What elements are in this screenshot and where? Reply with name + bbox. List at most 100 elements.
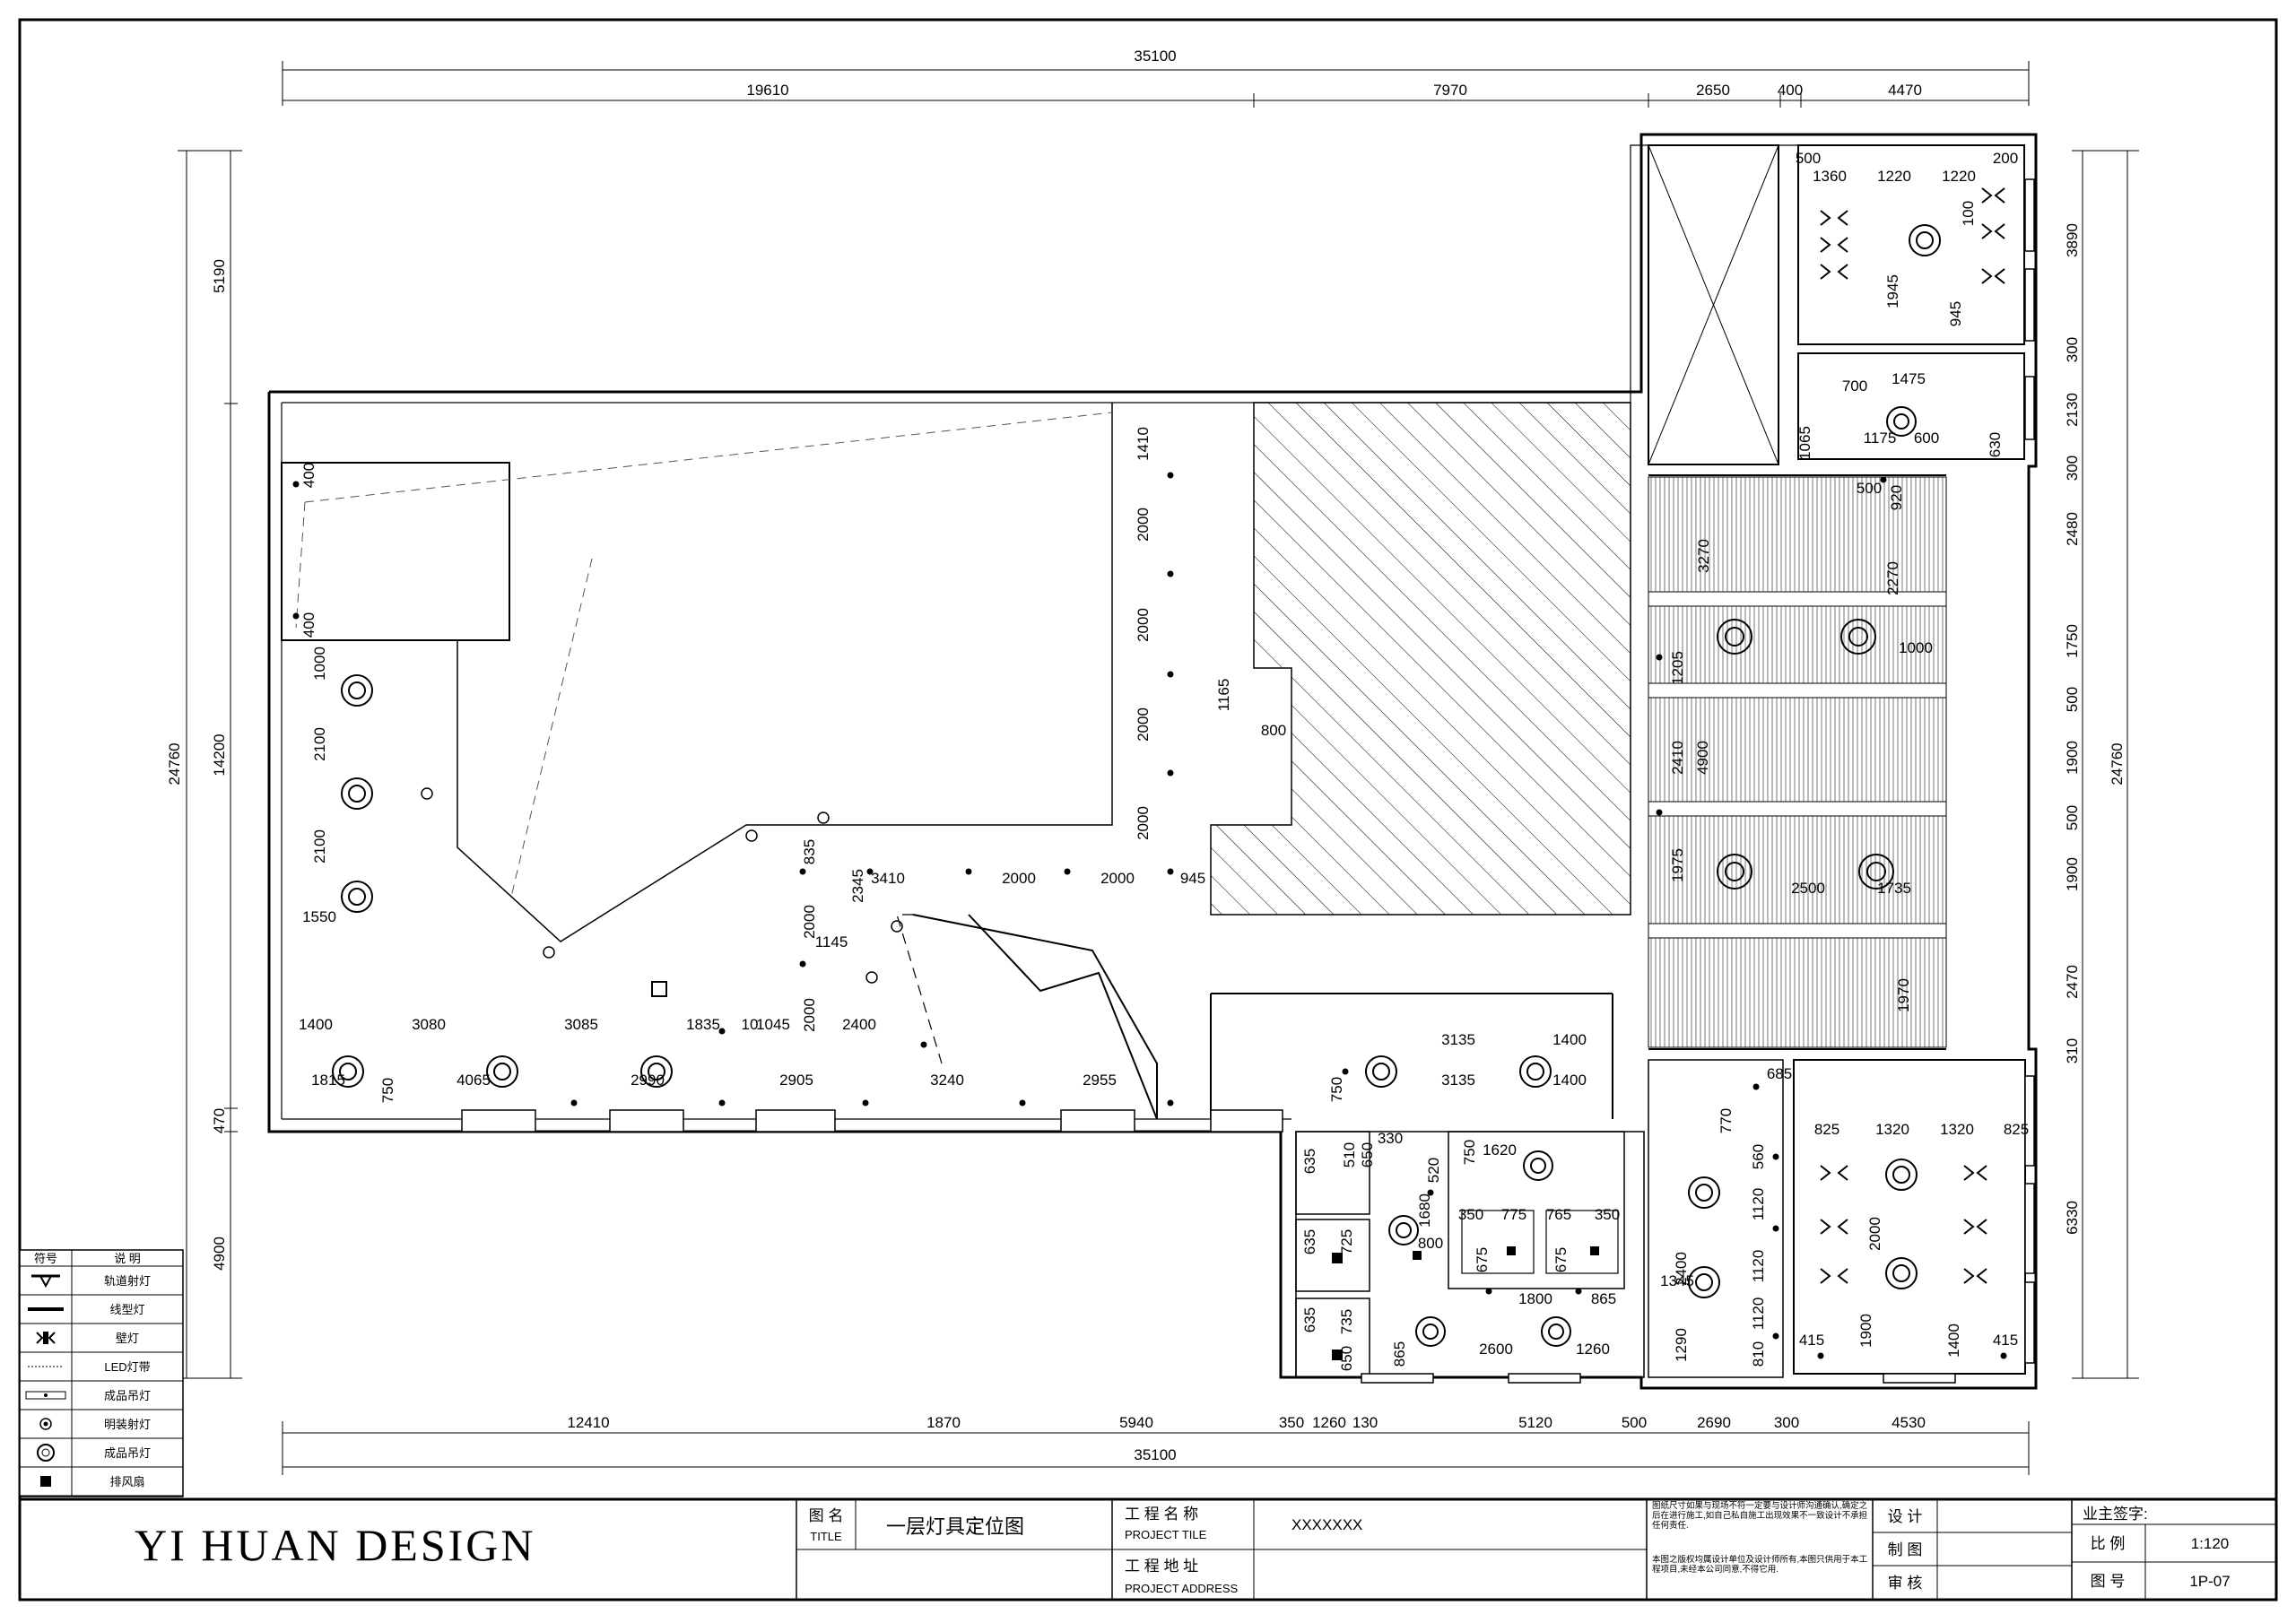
left-segment-dim: 470: [211, 1108, 228, 1133]
interior-dim: 2600: [1479, 1341, 1513, 1358]
interior-dim: 560: [1750, 1144, 1767, 1169]
interior-dim: 1345: [1660, 1272, 1694, 1289]
right-segment-dim: 500: [2064, 805, 2081, 830]
interior-dim: 1120: [1750, 1188, 1767, 1221]
interior-dim: 2000: [1002, 870, 1036, 887]
interior-dim: 750: [1328, 1077, 1345, 1102]
interior-dim: 520: [1425, 1158, 1442, 1183]
windows: [461, 178, 2035, 1384]
interior-dim: 100: [1960, 201, 1977, 226]
interior-dim: 1145: [815, 933, 848, 950]
interior-dim: 2000: [1135, 508, 1152, 542]
interior-dim: 635: [1301, 1149, 1318, 1174]
drawing-no-value: 1P-07: [2189, 1573, 2230, 1590]
interior-dim: 500: [1796, 150, 1821, 167]
legend-item-label: 壁灯: [116, 1332, 139, 1345]
legend-item-label: 线型灯: [109, 1303, 144, 1316]
legend-item-label: LED灯带: [104, 1360, 150, 1374]
top-segment-dim: 19610: [746, 82, 788, 99]
interior-dim: 415: [1993, 1332, 2018, 1349]
interior-dim: 500: [1857, 480, 1882, 497]
interior-dim: 1400: [299, 1016, 333, 1033]
interior-dim: 1220: [1942, 168, 1976, 185]
interior-dim: 2000: [1866, 1217, 1883, 1251]
interior-dim: 200: [1993, 150, 2018, 167]
interior-dim: 775: [1501, 1206, 1526, 1223]
interior-dim: 2905: [779, 1072, 813, 1089]
interior-dim: 635: [1301, 1307, 1318, 1332]
pendant-lamp-icon: [332, 224, 1941, 1347]
note-1: 图纸尺寸如果与现场不符一定要与设计师沟通确认,确定之后在进行施工,如自己私自施工…: [1652, 1501, 1867, 1531]
interior-dim: 1550: [302, 908, 336, 925]
interior-dim: 635: [1301, 1229, 1318, 1254]
company-name: YI HUAN DESIGN: [135, 1520, 536, 1570]
interior-dim: 400: [300, 612, 317, 638]
left-segment-dim: 5190: [211, 259, 228, 293]
interior-dim: 835: [801, 839, 818, 864]
interior-dim: 1945: [1884, 274, 1901, 308]
interior-dim: 2345: [849, 869, 866, 903]
interior-dim: 10: [742, 1016, 759, 1033]
top-segment-dim: 4470: [1888, 82, 1922, 99]
interior-dim: 2400: [842, 1016, 876, 1033]
right-segment-dim: 6330: [2064, 1201, 2081, 1235]
project-address-label-cn: 工 程 地 址: [1125, 1558, 1198, 1575]
interior-dim: 1975: [1669, 848, 1686, 882]
hatched-area: [1210, 402, 1631, 916]
interior-dim: 945: [1947, 301, 1964, 326]
bottom-total-dim: 35100: [1134, 1446, 1176, 1463]
interior-dim: 750: [379, 1078, 396, 1103]
left-segment-dim: 14200: [211, 733, 228, 776]
interior-dim: 1045: [756, 1016, 790, 1033]
interior-dim: 630: [1987, 432, 2004, 457]
interior-dim: 3270: [1695, 539, 1712, 573]
legend-header-symbol: 符号: [34, 1252, 57, 1265]
interior-dim: 800: [1261, 722, 1286, 739]
interior-dim: 1475: [1892, 370, 1926, 387]
ceiling-outline: [295, 412, 1113, 898]
bottom-segment-dim: 130: [1352, 1414, 1378, 1431]
interior-dim: 2500: [1791, 880, 1825, 897]
light-fixtures: [292, 187, 2007, 1360]
interior-dim: 1680: [1416, 1193, 1433, 1228]
interior-dim: 825: [2004, 1121, 2029, 1138]
interior-dim: 1735: [1877, 880, 1911, 897]
right-segment-dim: 300: [2064, 337, 2081, 362]
interior-dim: 735: [1338, 1309, 1355, 1334]
interior-dim: 4065: [457, 1072, 491, 1089]
interior-dim: 1835: [686, 1016, 720, 1033]
right-segment-dim: 310: [2064, 1038, 2081, 1063]
bottom-segment-dim: 1260: [1312, 1414, 1346, 1431]
legend-item-label: 成品吊灯: [104, 1446, 151, 1460]
project-name-value: XXXXXXX: [1292, 1516, 1362, 1533]
legend-header-desc: 说 明: [114, 1252, 141, 1265]
interior-dim: 920: [1888, 485, 1905, 510]
interior-dim: 1120: [1750, 1298, 1767, 1331]
interior-dim: 685: [1767, 1065, 1792, 1082]
project-name-label-cn: 工 程 名 称: [1125, 1506, 1198, 1523]
interior-dim: 675: [1552, 1247, 1570, 1272]
interior-dim: 2955: [1083, 1072, 1117, 1089]
design-label: 设 计: [1888, 1508, 1923, 1525]
interior-dim: 750: [1461, 1140, 1478, 1165]
interior-dim: 865: [1591, 1290, 1616, 1307]
interior-dim: 650: [1359, 1142, 1376, 1167]
interior-dim: 800: [1418, 1235, 1443, 1252]
right-segment-dim: 1750: [2064, 624, 2081, 658]
top-segment-dim: 7970: [1433, 82, 1467, 99]
bottom-segment-dim: 2690: [1697, 1414, 1731, 1431]
interior-dim: 600: [1914, 430, 1939, 447]
interior-dim: 825: [1814, 1121, 1839, 1138]
interior-dim: 1400: [1552, 1072, 1587, 1089]
legend-item-label: 明装射灯: [104, 1418, 151, 1431]
exhaust-fan-icon: [40, 1476, 51, 1487]
interior-dim: 770: [1718, 1108, 1735, 1133]
interior-dim: 415: [1799, 1332, 1824, 1349]
scale-label: 比 例: [2091, 1535, 2126, 1552]
interior-dim: 400: [300, 463, 317, 488]
bottom-segment-dim: 500: [1622, 1414, 1647, 1431]
interior-dim: 4900: [1694, 741, 1711, 775]
right-segment-dim: 1900: [2064, 741, 2081, 775]
interior-dim: 1065: [1796, 426, 1813, 460]
